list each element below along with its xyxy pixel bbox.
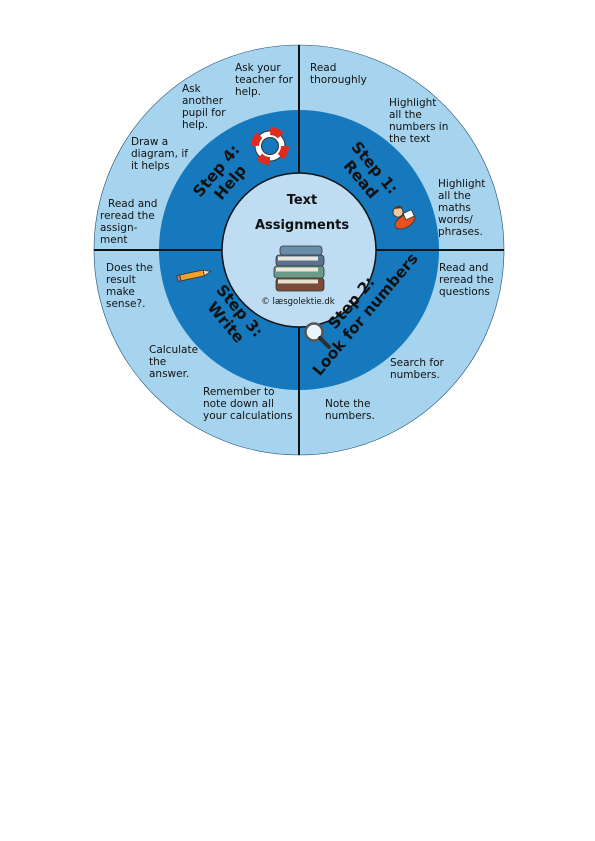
- tip-line: numbers.: [390, 369, 440, 381]
- tip-line: the text: [389, 133, 430, 145]
- tip-line: Ask your: [235, 62, 281, 74]
- tip-line: phrases.: [438, 226, 483, 238]
- tip-line: Read and: [439, 262, 488, 274]
- tip-line: assign-: [100, 222, 138, 234]
- tip-line: reread the: [439, 274, 494, 286]
- tip-line: note down all: [203, 398, 274, 410]
- tip-line: reread the: [100, 210, 155, 222]
- tip-line: Draw a: [131, 136, 168, 148]
- tip-line: help.: [235, 86, 261, 98]
- tip-line: make: [106, 286, 135, 298]
- tip-line: sense?.: [106, 298, 145, 310]
- tip-line: words/: [438, 214, 473, 226]
- tip-line: maths: [438, 202, 471, 214]
- tip-line: help.: [182, 119, 208, 131]
- lifebuoy-icon: [251, 127, 289, 165]
- tip-line: numbers.: [325, 410, 375, 422]
- tip-line: Highlight: [389, 97, 436, 109]
- tip-line: Does the: [106, 262, 153, 274]
- tip-line: numbers in: [389, 121, 448, 133]
- tip-line: Remember to: [203, 386, 275, 398]
- tip-line: Search for: [390, 357, 445, 369]
- books-icon: [273, 245, 325, 292]
- reading-child-icon: [392, 205, 416, 230]
- center-title-line2: Assignments: [255, 218, 349, 233]
- tip-line: thoroughly: [310, 74, 367, 86]
- tip-line: it helps: [131, 160, 170, 172]
- tip-line: Calculate: [149, 344, 198, 356]
- tip-line: Read: [310, 62, 336, 74]
- tip-line: ment: [100, 234, 127, 246]
- tip-line: questions: [439, 286, 490, 298]
- copyright-text: © læsgolektie.dk: [261, 297, 334, 307]
- tip-line: Note the: [325, 398, 370, 410]
- tip-line: all the: [438, 190, 471, 202]
- tip-line: the: [149, 356, 166, 368]
- tip-line: diagram, if: [131, 148, 188, 160]
- tip-line: another: [182, 95, 224, 107]
- tip-line: answer.: [149, 368, 189, 380]
- tip-line: teacher for: [235, 74, 294, 86]
- tip-line: pupil for: [182, 107, 226, 119]
- tip-line: Read and: [108, 198, 157, 210]
- tip-line: your calculations: [203, 410, 292, 422]
- center-title-line1: Text: [287, 193, 318, 208]
- magnifying-glass-icon: [304, 322, 331, 349]
- pencil-icon: [176, 269, 212, 282]
- tip-line: Highlight: [438, 178, 485, 190]
- tip-line: Ask: [182, 83, 202, 95]
- tip-line: all the: [389, 109, 422, 121]
- tip-line: result: [106, 274, 136, 286]
